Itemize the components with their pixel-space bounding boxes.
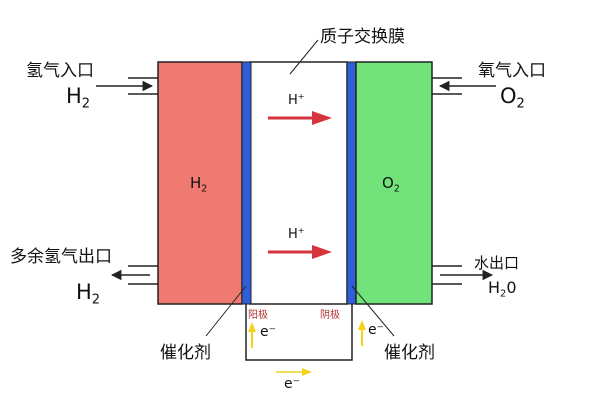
hydrogen-chamber: [157, 61, 243, 305]
water-outlet-label: 水出口: [474, 254, 520, 272]
electron-arrow-left: [248, 322, 256, 348]
electron-left-label: e⁻: [260, 324, 277, 340]
hydrogen-outlet-pipe: [128, 265, 158, 285]
excess-hydrogen-outlet-label: 多余氢气出口: [10, 247, 112, 267]
h2-outlet-formula: H2: [76, 280, 101, 308]
catalyst-layer-left: [241, 61, 252, 305]
catalyst-right-leader-line: [351, 285, 395, 337]
h2o-outlet-formula: H20: [488, 278, 517, 300]
proton-top-label: H+: [288, 92, 305, 108]
electron-bottom-label: e⁻: [284, 376, 301, 392]
oxygen-inlet-label: 氧气入口: [478, 61, 546, 81]
electron-arrow-right: [358, 320, 366, 346]
catalyst-layer-right: [346, 61, 357, 305]
catalyst-left-label: 催化剂: [160, 343, 211, 363]
electron-right-label: e⁻: [368, 322, 385, 338]
catalyst-right-label: 催化剂: [384, 343, 435, 363]
proton-exchange-membrane: [249, 61, 348, 305]
h2-inlet-formula: H2: [66, 84, 91, 112]
hydrogen-inlet-label: 氢气入口: [26, 61, 94, 81]
h2-chamber-formula: H2: [190, 174, 208, 195]
external-circuit-wire: [245, 304, 353, 361]
anode-label: 阳极: [248, 310, 268, 321]
membrane-leader-line: [289, 39, 319, 75]
electron-arrow-bottom: [276, 368, 312, 376]
hydrogen-inlet-pipe: [128, 77, 158, 95]
oxygen-chamber: [355, 61, 433, 305]
oxygen-inlet-pipe: [432, 77, 462, 95]
membrane-label: 质子交换膜: [320, 27, 405, 47]
o2-inlet-formula: O2: [500, 84, 525, 112]
proton-arrow-top: [268, 111, 332, 125]
o2-chamber-formula: O2: [382, 174, 400, 195]
cathode-label: 阴极: [320, 310, 340, 321]
proton-bottom-label: H+: [288, 226, 305, 242]
water-outlet-pipe: [432, 265, 462, 285]
proton-arrow-bottom: [268, 245, 332, 259]
catalyst-left-leader-line: [205, 285, 247, 337]
